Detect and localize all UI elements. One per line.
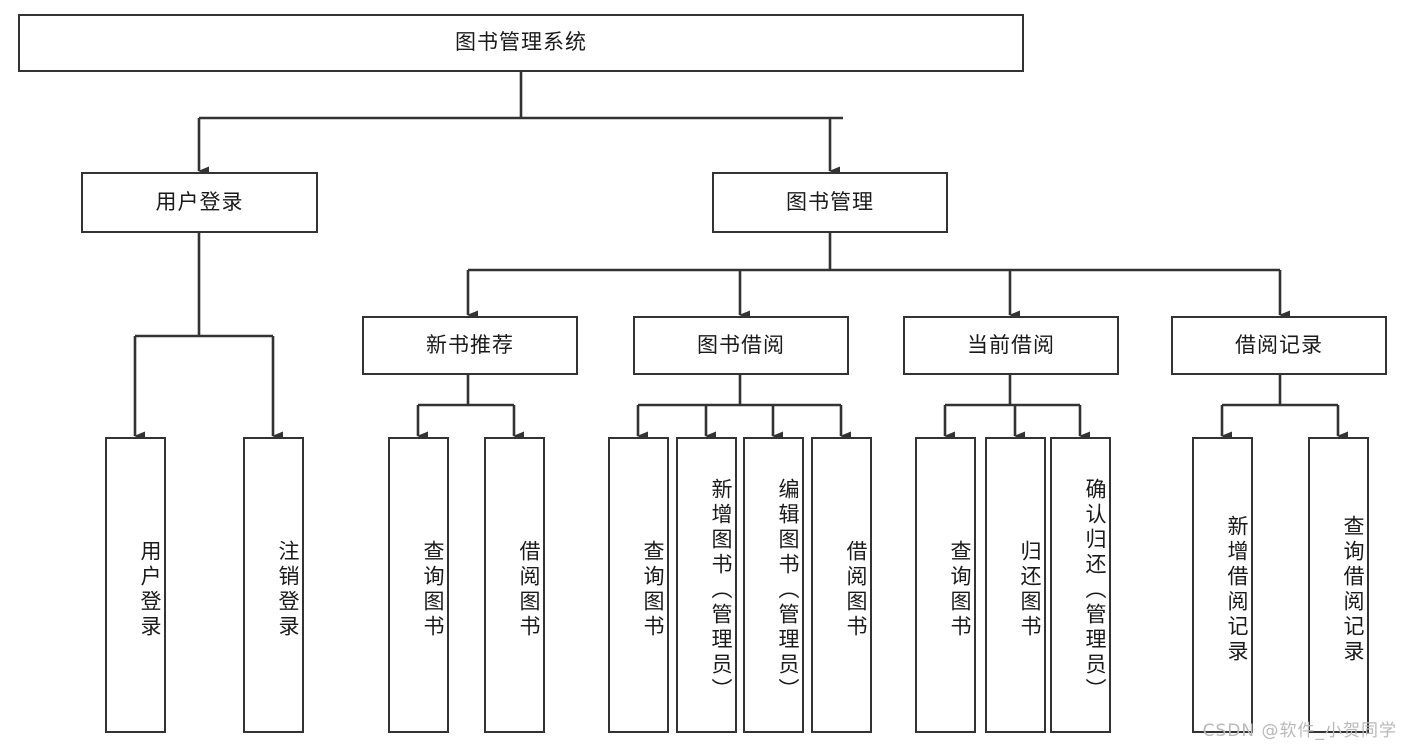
node-leaf-add-record[interactable]: 新增借阅记录: [1192, 437, 1253, 733]
node-leaf-query-book-current-label: 查询图书: [948, 540, 972, 640]
node-book-borrow-label: 图书借阅: [697, 332, 785, 357]
node-borrow-record[interactable]: 借阅记录: [1171, 316, 1387, 375]
node-leaf-return-book-label: 归还图书: [1018, 540, 1042, 640]
node-leaf-query-record-label: 查询借阅记录: [1341, 515, 1365, 665]
node-leaf-confirm-return[interactable]: 确认归还（管理员）: [1050, 437, 1111, 733]
node-leaf-query-book-current[interactable]: 查询图书: [915, 437, 976, 733]
node-new-book-rec-label: 新书推荐: [426, 332, 514, 357]
node-new-book-rec[interactable]: 新书推荐: [362, 316, 578, 375]
node-book-manage-label: 图书管理: [786, 189, 874, 214]
node-leaf-return-book[interactable]: 归还图书: [985, 437, 1046, 733]
node-leaf-edit-book-label: 编辑图书（管理员）: [776, 477, 800, 703]
node-leaf-user-login-label: 用户登录: [138, 540, 162, 640]
node-leaf-borrow-book-rec-label: 借阅图书: [517, 540, 541, 640]
node-leaf-add-record-label: 新增借阅记录: [1225, 515, 1249, 665]
node-leaf-query-book-rec[interactable]: 查询图书: [388, 437, 449, 733]
node-book-borrow[interactable]: 图书借阅: [633, 316, 849, 375]
node-leaf-query-book-borrow-label: 查询图书: [641, 540, 665, 640]
node-root[interactable]: 图书管理系统: [18, 14, 1024, 72]
node-leaf-query-record[interactable]: 查询借阅记录: [1308, 437, 1369, 733]
node-leaf-add-book[interactable]: 新增图书（管理员）: [676, 437, 737, 733]
node-leaf-add-book-label: 新增图书（管理员）: [709, 477, 733, 703]
node-leaf-user-login[interactable]: 用户登录: [105, 437, 166, 733]
node-leaf-confirm-return-label: 确认归还（管理员）: [1083, 477, 1107, 703]
node-borrow-record-label: 借阅记录: [1235, 332, 1323, 357]
node-leaf-query-book-borrow[interactable]: 查询图书: [608, 437, 669, 733]
node-leaf-logout[interactable]: 注销登录: [243, 437, 304, 733]
node-current-borrow[interactable]: 当前借阅: [903, 316, 1119, 375]
node-user-login[interactable]: 用户登录: [81, 172, 318, 233]
node-leaf-query-book-rec-label: 查询图书: [421, 540, 445, 640]
watermark: CSDN @软件_小贺同学: [1202, 721, 1397, 741]
node-leaf-logout-label: 注销登录: [276, 540, 300, 640]
node-current-borrow-label: 当前借阅: [967, 332, 1055, 357]
node-user-login-label: 用户登录: [155, 189, 244, 214]
node-leaf-borrow-book[interactable]: 借阅图书: [811, 437, 872, 733]
node-leaf-edit-book[interactable]: 编辑图书（管理员）: [743, 437, 804, 733]
node-book-manage[interactable]: 图书管理: [712, 172, 948, 233]
node-leaf-borrow-book-label: 借阅图书: [844, 540, 868, 640]
node-leaf-borrow-book-rec[interactable]: 借阅图书: [484, 437, 545, 733]
node-root-label: 图书管理系统: [455, 30, 587, 55]
